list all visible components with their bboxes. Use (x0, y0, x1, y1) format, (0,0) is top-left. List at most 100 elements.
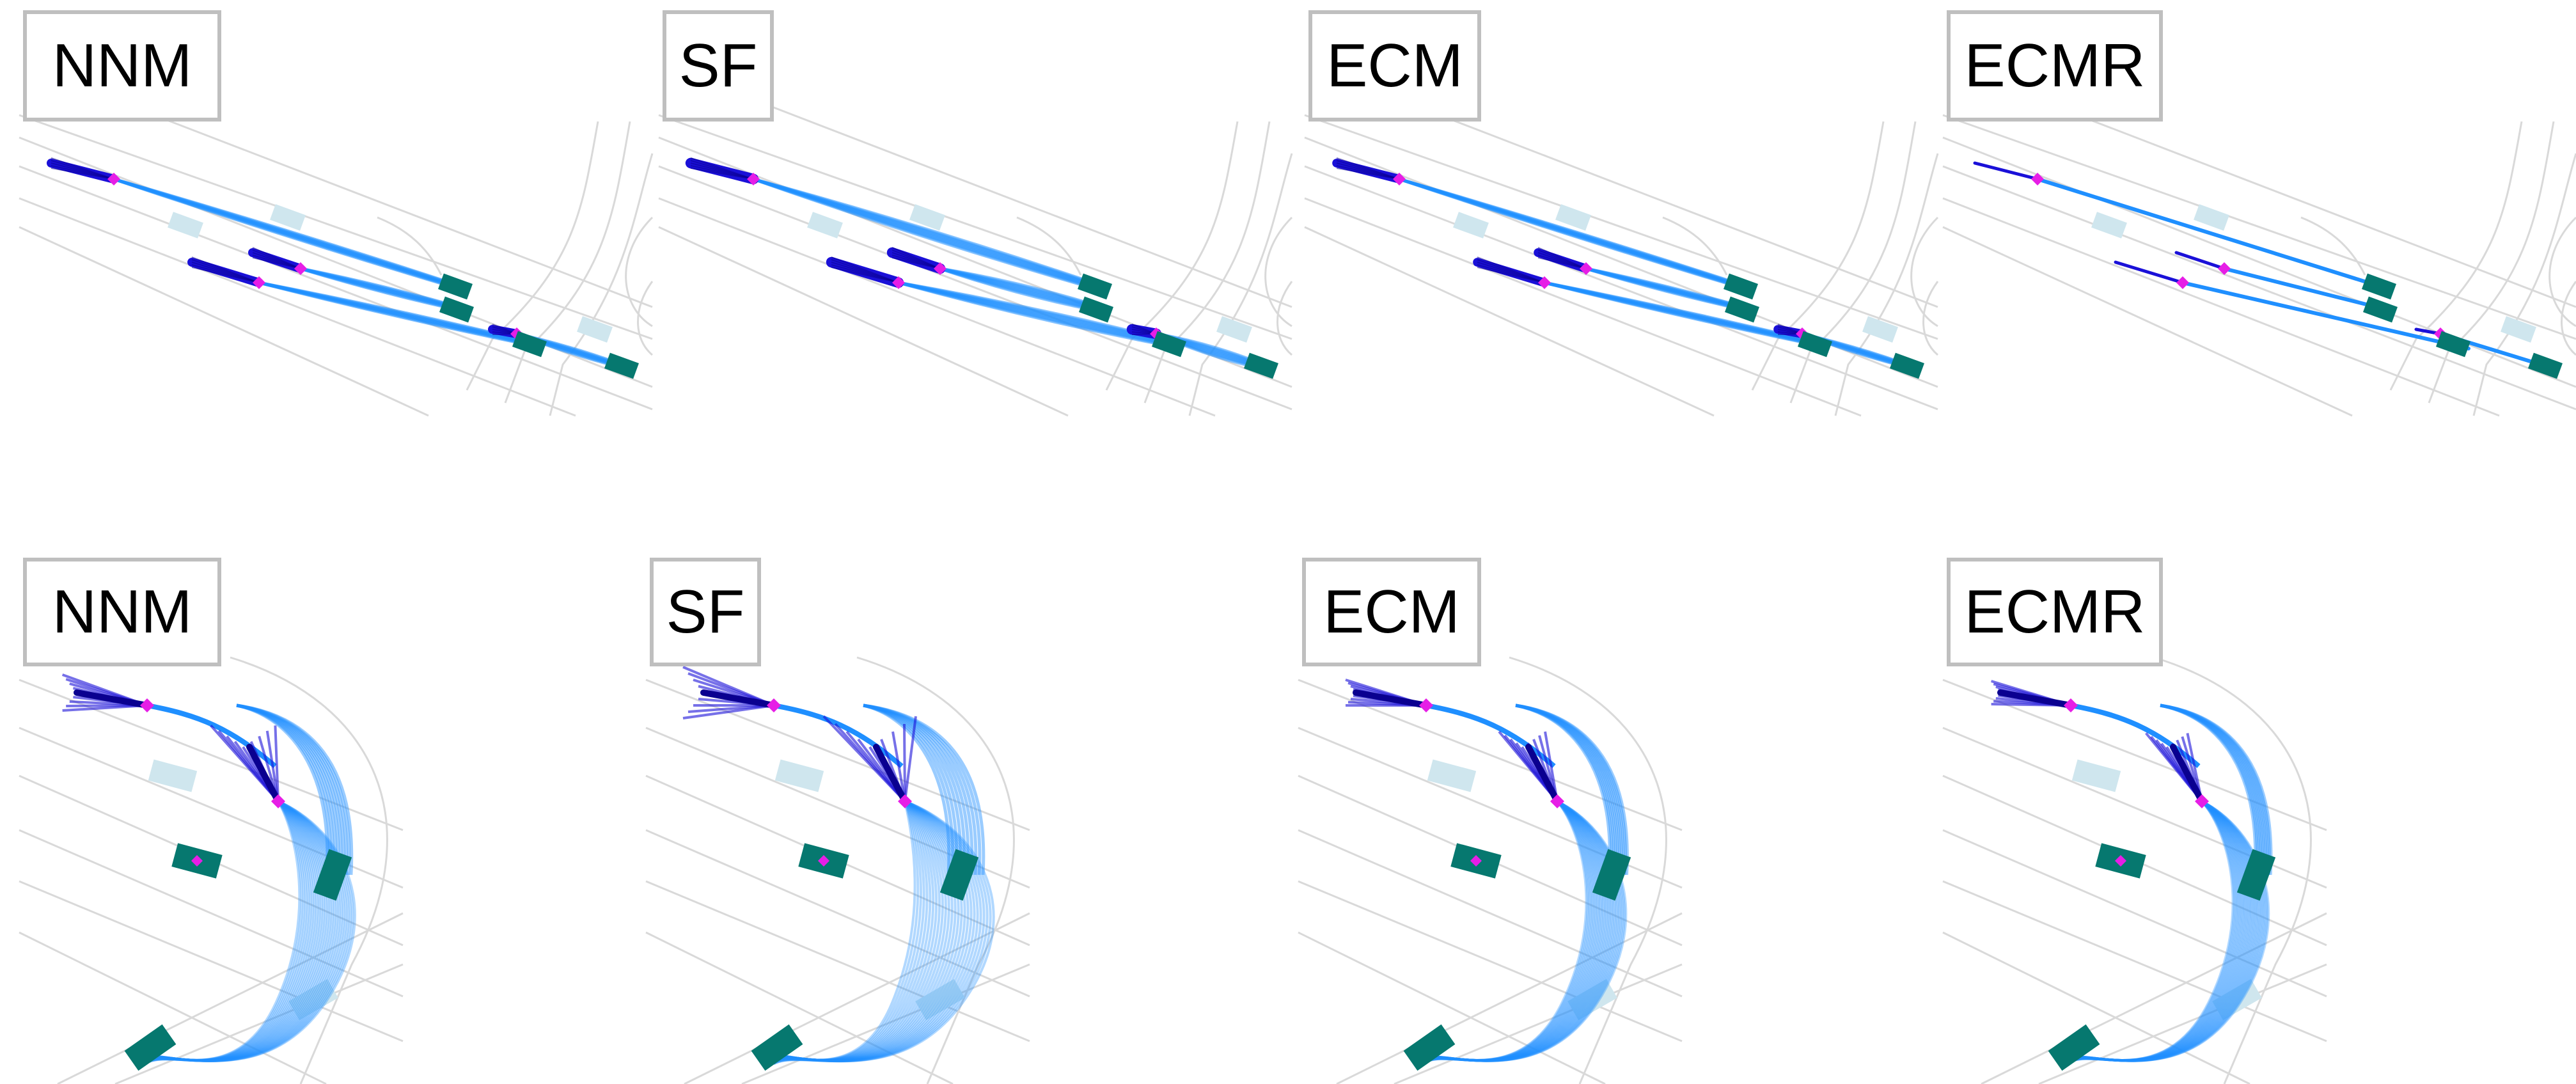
predicted-trajectory (773, 800, 950, 1062)
current-position-marker (767, 698, 781, 712)
agent-vehicle (751, 1024, 803, 1071)
history-trajectory (1353, 689, 1429, 709)
current-position-marker (2064, 698, 2078, 712)
parked-vehicle (1567, 978, 1617, 1021)
lane-line (19, 114, 653, 340)
predicted-trajectory (2069, 800, 2240, 1062)
predicted-trajectory (146, 800, 303, 1062)
lane-line (1381, 91, 1938, 308)
road-curve (1834, 153, 1939, 416)
current-position-marker (140, 698, 154, 712)
predicted-trajectory (2069, 800, 2263, 1063)
scene-canvas (19, 656, 404, 1084)
predicted-trajectory (236, 703, 351, 876)
predicted-trajectory (1425, 800, 1606, 1062)
current-position-marker (818, 855, 829, 867)
history-sample (831, 267, 899, 283)
predicted-trajectory (1425, 800, 1598, 1062)
agent-vehicle (2362, 273, 2396, 300)
lane-line (658, 165, 1292, 411)
predicted-trajectory (2160, 703, 2268, 876)
road-curve (1922, 281, 1939, 356)
predicted-trajectory (1397, 177, 1738, 288)
predicted-trajectory (863, 703, 970, 876)
predicted-trajectory (1584, 267, 1740, 310)
predicted-trajectory (1425, 800, 1618, 1063)
parked-vehicle (270, 204, 306, 231)
current-position-marker (107, 173, 120, 185)
predicted-trajectory (146, 800, 329, 1062)
road-curve (230, 656, 388, 1084)
road-curve (2549, 216, 2576, 327)
road-curve (1016, 216, 1082, 276)
history-sample (265, 730, 279, 802)
lane-line (1942, 829, 2327, 998)
predicted-trajectory (1425, 800, 1594, 1062)
predicted-trajectory (1425, 800, 1610, 1062)
panel-ecm-curved: ECM (1298, 555, 1931, 1084)
predicted-trajectory (2069, 800, 2236, 1062)
panel-sf-curved: SF (645, 555, 1279, 1084)
lane-line (741, 963, 1030, 1084)
predicted-trajectory (146, 800, 347, 1064)
predicted-trajectory (2069, 800, 2253, 1062)
predicted-trajectory (236, 703, 329, 876)
predicted-trajectory (773, 800, 995, 1065)
lane-line (1394, 963, 1683, 1084)
panel-label: NNM (23, 10, 221, 122)
predicted-trajectory (773, 800, 938, 1062)
road-curve (549, 153, 654, 416)
predicted-trajectory (938, 267, 1094, 311)
predicted-trajectory (2069, 800, 2244, 1062)
current-position-marker (253, 276, 265, 289)
predicted-trajectory (1515, 703, 1627, 876)
predicted-trajectory (773, 800, 957, 1062)
road-curve (1188, 153, 1293, 416)
current-position-marker (1538, 276, 1551, 289)
panel-ecmr-curved: ECMR (1942, 555, 2576, 1084)
road-curve (2428, 121, 2555, 404)
agent-vehicle (1592, 849, 1631, 901)
predicted-trajectory (773, 800, 935, 1062)
current-position-marker (2218, 262, 2231, 275)
lane-line (1304, 165, 1938, 411)
road-curve (1789, 121, 1917, 404)
predicted-trajectory (2160, 703, 2263, 876)
road-curve (1143, 121, 1271, 404)
predicted-trajectory (863, 703, 966, 876)
predicted-trajectory (146, 800, 314, 1062)
predicted-trajectory (1425, 800, 1603, 1062)
panel-ecm-straight: ECM (1304, 6, 1939, 417)
predicted-trajectory (146, 800, 332, 1062)
predicted-trajectory (773, 801, 925, 1062)
predicted-trajectory (773, 800, 973, 1064)
agent-vehicle (2236, 849, 2276, 901)
agent-vehicle (512, 331, 547, 357)
road-curve (1105, 121, 1239, 391)
lane-line (19, 829, 404, 998)
parked-vehicle (774, 759, 824, 792)
lane-line (1304, 197, 1862, 417)
predicted-trajectory (2222, 267, 2378, 309)
predicted-trajectory (2069, 800, 2258, 1062)
predicted-trajectory (1425, 800, 1596, 1062)
history-sample (51, 168, 114, 180)
predicted-trajectory (773, 800, 941, 1062)
current-position-marker (1550, 794, 1564, 808)
parked-vehicle (2071, 759, 2121, 792)
predicted-trajectory (2069, 800, 2249, 1062)
predicted-trajectory (2069, 800, 2266, 1063)
parked-vehicle (288, 978, 338, 1021)
road-curve (504, 121, 631, 404)
history-trajectory (74, 689, 150, 709)
scene-canvas (658, 91, 1293, 417)
predicted-trajectory (773, 800, 944, 1062)
lane-line (645, 880, 1030, 1042)
predicted-trajectory (236, 703, 332, 876)
current-position-marker (1580, 262, 1592, 275)
current-position-marker (271, 794, 285, 808)
history-sample (904, 716, 917, 802)
parked-vehicle (909, 204, 945, 231)
agent-vehicle (124, 1024, 177, 1071)
predicted-trajectory (1515, 703, 1615, 876)
